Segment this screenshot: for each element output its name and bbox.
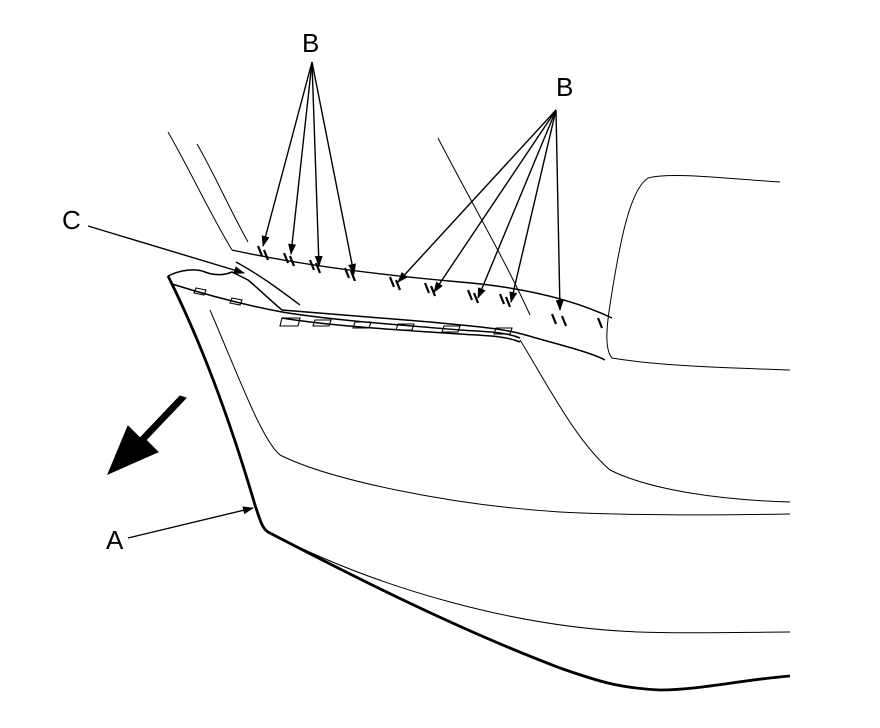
callout-b-right: B xyxy=(556,72,574,102)
bumper-top-flange xyxy=(167,269,606,361)
callout-b-left: B xyxy=(302,28,320,58)
callout-c: C xyxy=(62,205,81,235)
fender-lines xyxy=(167,131,791,371)
removal-direction-arrow-icon xyxy=(107,395,187,475)
bumper-cover xyxy=(166,275,791,692)
bumper-clip-slots xyxy=(193,287,513,335)
leader-lines-b-left xyxy=(261,61,356,275)
leader-lines-b-right xyxy=(397,109,564,311)
upper-panel-edge xyxy=(231,249,613,319)
leader-line-c xyxy=(87,225,245,274)
leader-line-a xyxy=(127,506,254,539)
callout-a: A xyxy=(106,525,124,555)
